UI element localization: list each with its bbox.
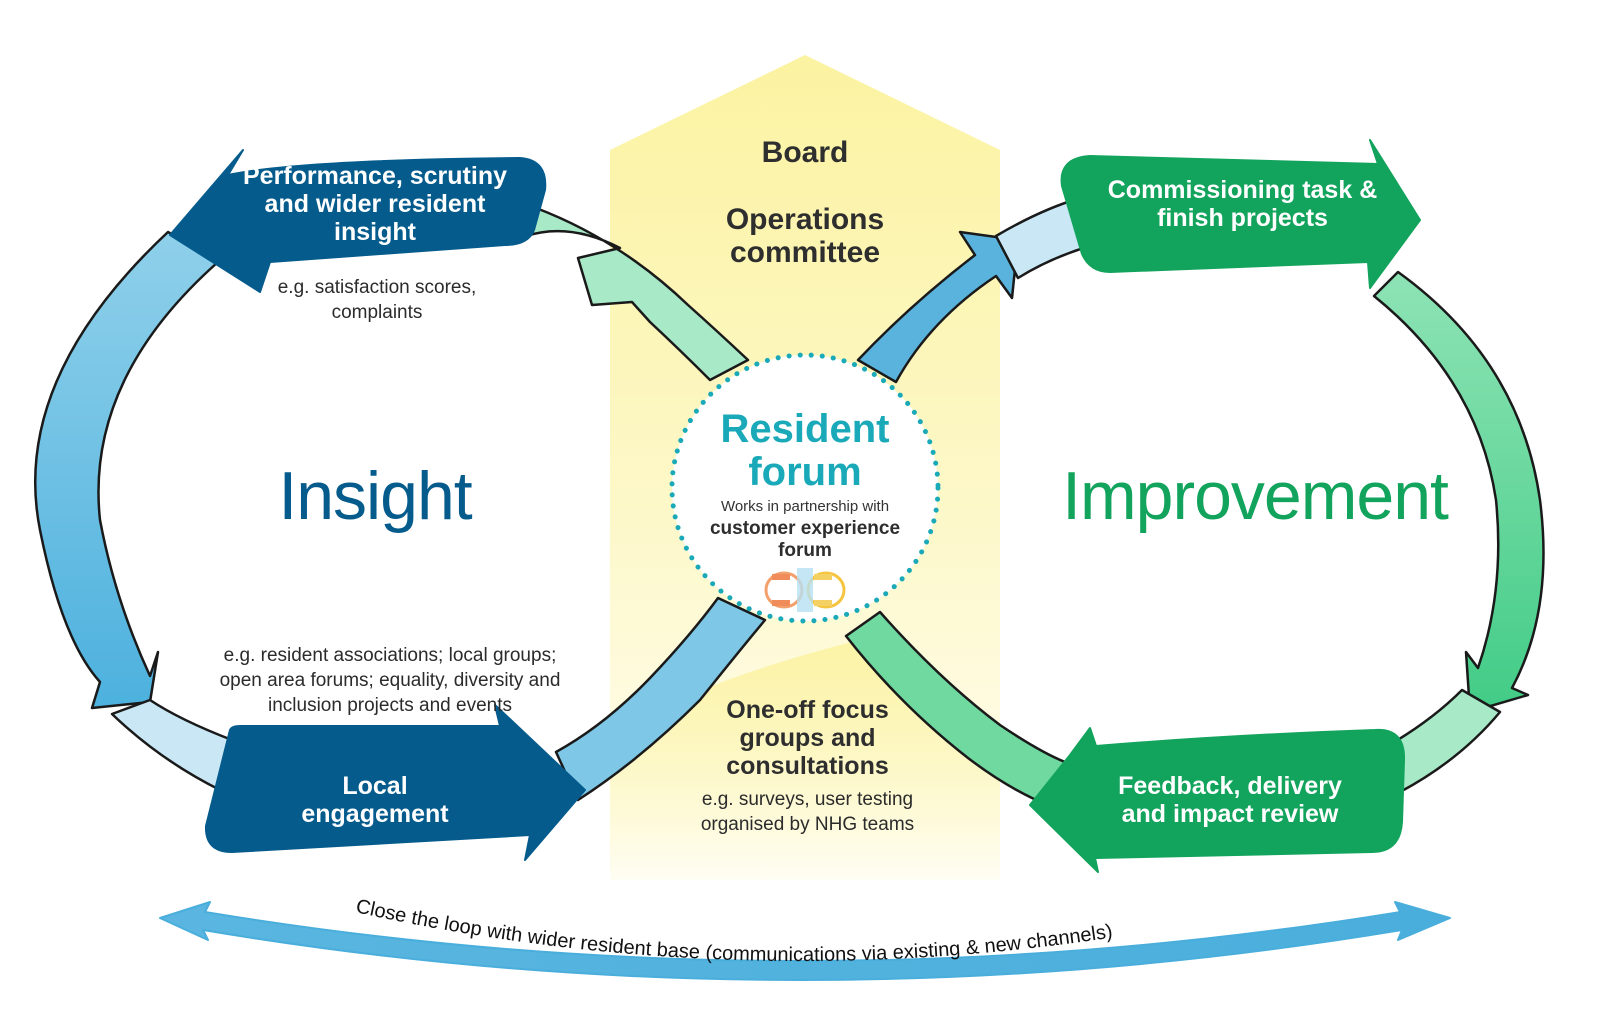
resident-forum-circle[interactable] — [669, 352, 941, 624]
insight-lower-right-connector — [554, 596, 767, 802]
performance-title: Performance, scrutiny and wider resident… — [243, 162, 507, 246]
close-loop-arrow — [159, 901, 1451, 981]
local-engagement-note: e.g. resident associations; local groups… — [219, 645, 561, 716]
commissioning-title: Commissioning task & finish projects — [1107, 176, 1378, 232]
board-label: Board — [761, 136, 849, 169]
focus-groups-note: e.g. surveys, user testing organised by … — [700, 789, 915, 835]
feedback-title: Feedback, delivery and impact review — [1118, 772, 1342, 828]
resident-forum-title: Resident forum — [720, 407, 890, 494]
local-engagement-title: Local engagement — [301, 772, 449, 828]
improvement-right-arc-arrow — [1372, 270, 1545, 714]
local-engagement-box[interactable] — [204, 704, 586, 861]
resident-forum-subtitle: Works in partnership with — [720, 498, 890, 515]
customer-experience-forum-label: customer experience forum — [709, 518, 901, 561]
insight-left-arc-arrow — [33, 230, 220, 710]
mini-diagram-thumbnail — [764, 568, 846, 612]
focus-groups-title: One-off focus groups and consultations — [726, 696, 889, 780]
feedback-box[interactable] — [1029, 727, 1406, 873]
insight-label: Insight — [278, 458, 472, 534]
operations-committee-label: Operations committee — [725, 203, 885, 269]
insight-upper-right-arrow — [524, 206, 750, 382]
performance-box[interactable] — [169, 149, 547, 293]
commissioning-box[interactable] — [1060, 139, 1421, 289]
performance-note: e.g. satisfaction scores, complaints — [277, 277, 477, 323]
improvement-label: Improvement — [1062, 458, 1449, 534]
